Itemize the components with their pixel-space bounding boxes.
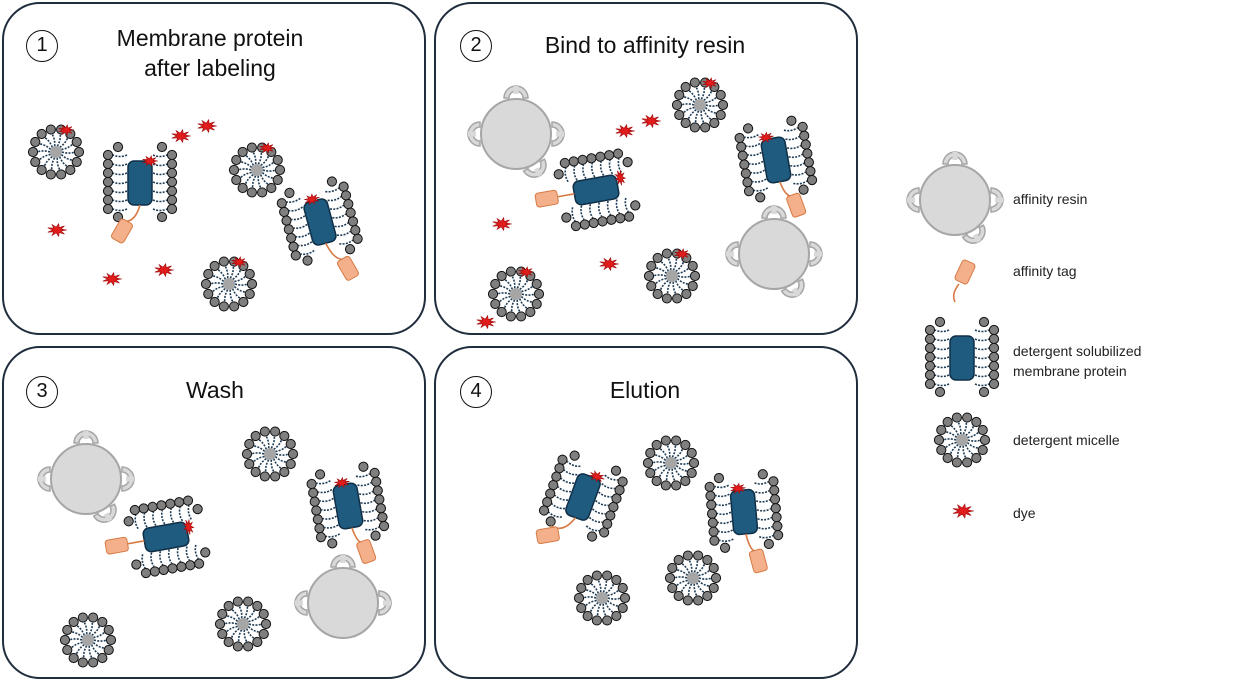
affinity-tag-icon: [336, 255, 359, 281]
affinity-tag-icon: [786, 192, 807, 218]
membrane-protein-icon: [104, 495, 211, 579]
detergent-micelle-icon: [27, 124, 85, 180]
legend-label-protein-line-2: membrane protein: [1013, 363, 1127, 379]
dye-icon: [182, 519, 195, 535]
affinity-tag-icon: [748, 548, 768, 574]
panel-1-title-line-2: after labeling: [144, 55, 276, 81]
dye-icon: [259, 142, 275, 154]
step-number-2: 2: [460, 30, 492, 62]
membrane-protein-icon: [924, 316, 1000, 398]
dye-icon: [758, 131, 774, 144]
affinity-tag-icon: [111, 218, 133, 244]
dye-icon: [154, 262, 174, 278]
dye-icon: [674, 248, 690, 260]
detergent-micelle-icon: [933, 412, 991, 468]
affinity-tag-icon: [104, 536, 129, 555]
dye-icon: [952, 503, 974, 519]
dye-icon: [171, 128, 191, 144]
affinity-resin-icon: [725, 205, 823, 298]
detergent-micelle-icon: [642, 435, 700, 491]
detergent-micelle-icon: [214, 596, 272, 652]
dye-icon: [47, 222, 67, 238]
dye-icon: [492, 216, 512, 232]
affinity-tag-icon: [534, 189, 559, 208]
affinity-resin-icon: [294, 554, 392, 639]
detergent-micelle-icon: [643, 248, 701, 304]
panel-4: [434, 346, 858, 679]
legend-label-affinity-resin: affinity resin: [1013, 191, 1088, 207]
detergent-micelle-icon: [573, 570, 631, 626]
membrane-protein-icon: [734, 115, 818, 218]
panel-4-title: Elution: [609, 377, 681, 403]
affinity-resin-icon: [37, 430, 135, 523]
affinity-tag-icon: [535, 526, 560, 545]
detergent-micelle-icon: [487, 266, 545, 322]
step-number-1: 1: [26, 30, 58, 62]
dye-icon: [476, 314, 496, 330]
membrane-protein-icon: [535, 450, 628, 545]
detergent-micelle-icon: [671, 77, 729, 133]
affinity-tag-icon: [356, 539, 377, 564]
dye-icon: [142, 155, 158, 167]
detergent-micelle-icon: [241, 426, 299, 482]
legend-label-protein-line-1: detergent solubilized: [1013, 343, 1142, 359]
detergent-micelle-icon: [228, 142, 286, 198]
dye-icon: [730, 482, 746, 495]
affinity-resin-icon: [467, 85, 565, 178]
dye-icon: [58, 124, 74, 136]
dye-icon: [702, 77, 718, 89]
membrane-protein-icon: [704, 469, 784, 574]
legend-label-micelle: detergent micelle: [1013, 432, 1120, 448]
panel-1-title-line-1: Membrane protein: [116, 25, 304, 51]
dye-icon: [615, 123, 635, 139]
dye-icon: [197, 118, 217, 134]
dye-icon: [304, 193, 320, 206]
dye-icon: [614, 170, 627, 186]
dye-icon: [518, 266, 534, 278]
dye-icon: [589, 470, 605, 483]
step-number-3: 3: [26, 376, 58, 408]
membrane-protein-icon: [534, 148, 641, 232]
detergent-micelle-icon: [200, 256, 258, 312]
panel-2-title: Bind to affinity resin: [544, 32, 746, 58]
membrane-protein-icon: [276, 176, 363, 281]
membrane-protein-icon: [306, 461, 390, 564]
dye-icon: [599, 256, 619, 272]
dye-icon: [641, 113, 661, 129]
step-number-4: 4: [460, 376, 492, 408]
legend-label-dye: dye: [1013, 505, 1036, 521]
dye-icon: [102, 271, 122, 287]
detergent-micelle-icon: [59, 612, 117, 668]
panel-3-title: Wash: [186, 377, 244, 403]
membrane-protein-icon: [102, 141, 178, 244]
affinity-resin-icon: [906, 151, 1004, 244]
dye-icon: [231, 256, 247, 268]
affinity-tag-icon: [952, 259, 976, 303]
legend-label-affinity-tag: affinity tag: [1013, 263, 1077, 279]
detergent-micelle-icon: [664, 550, 722, 606]
dye-icon: [334, 476, 350, 489]
